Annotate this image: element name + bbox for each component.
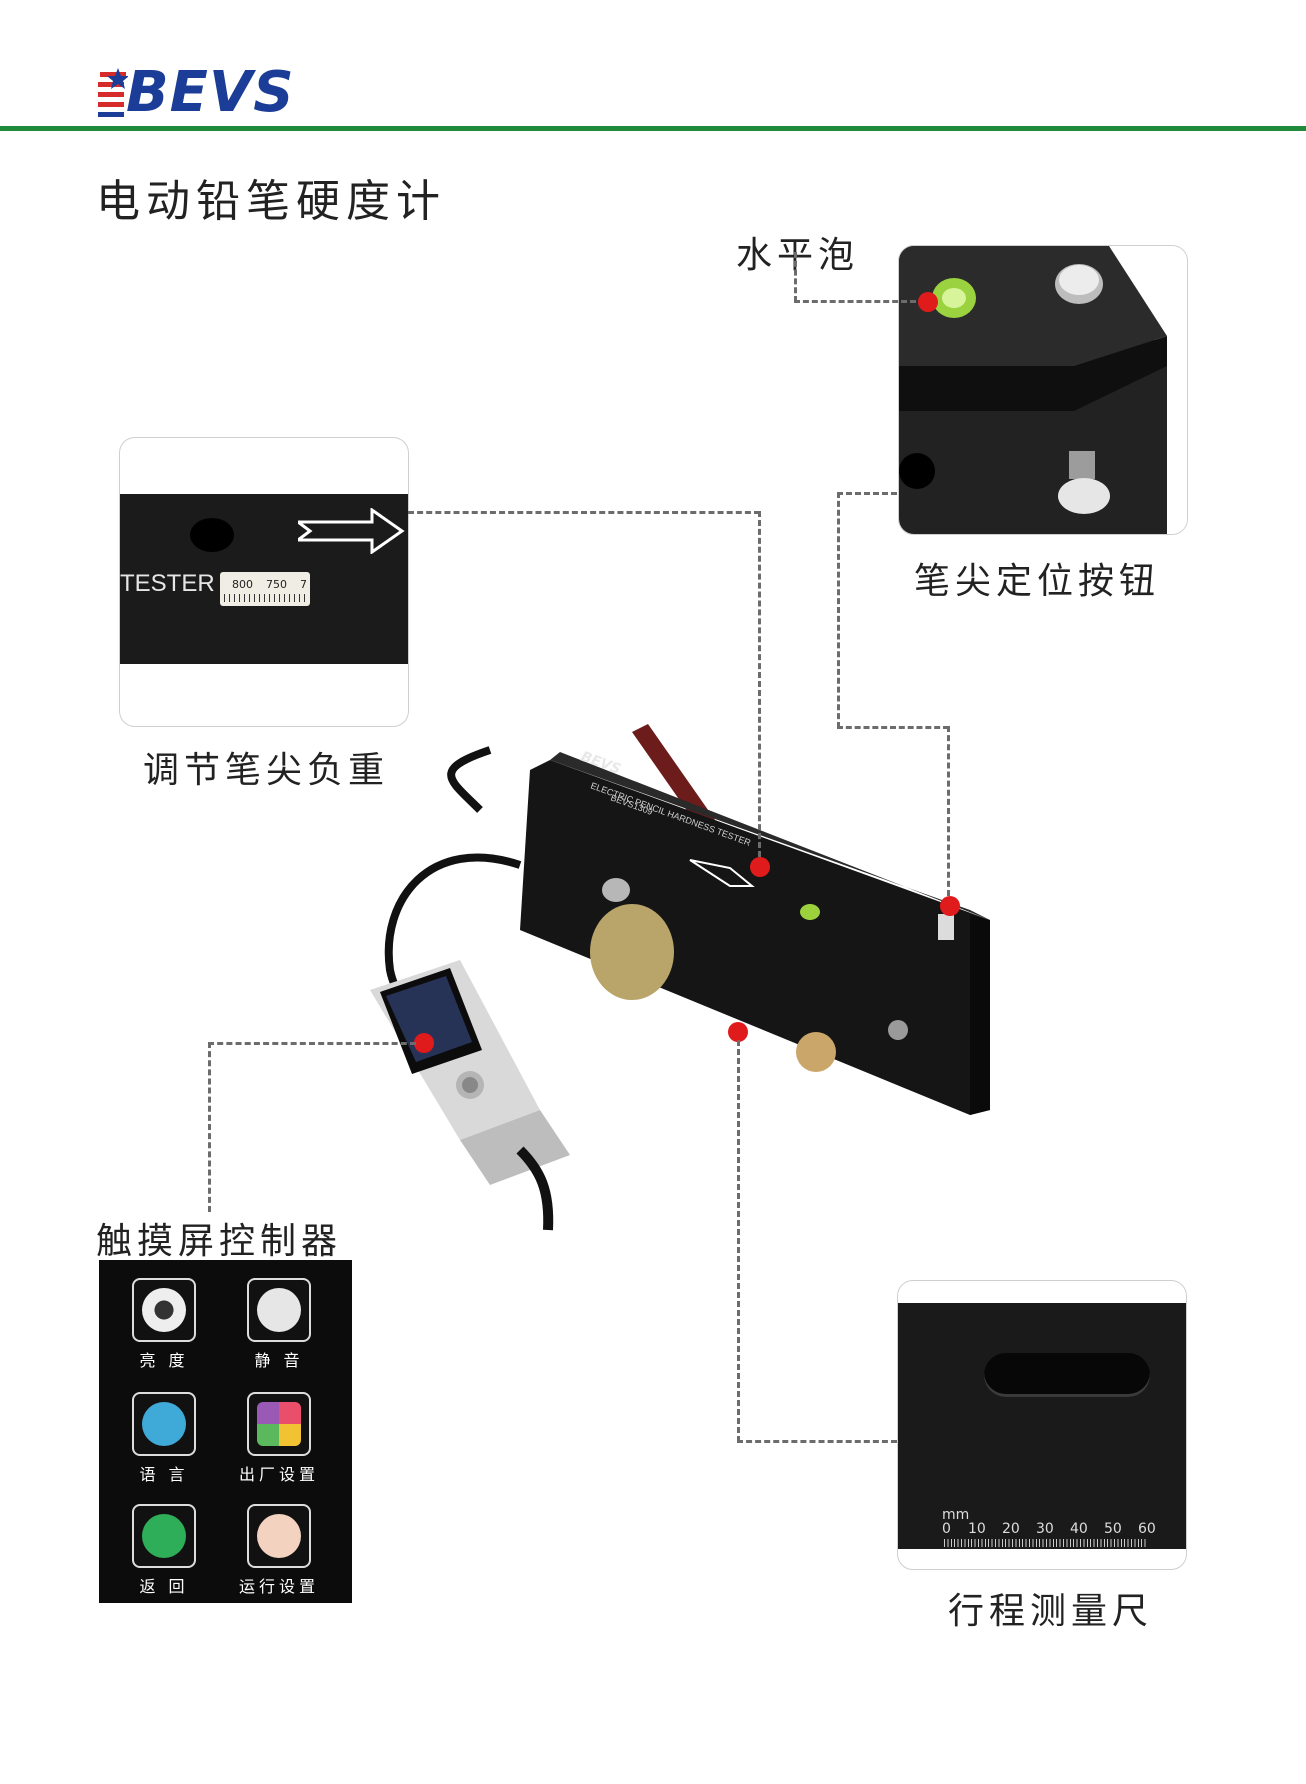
load-scale: 800 750 7 <box>220 572 310 606</box>
menu-item-label: 静 音 <box>254 1351 304 1370</box>
load-scale-mark: 7 <box>300 578 307 591</box>
language-icon <box>132 1392 196 1456</box>
factory-reset-icon <box>247 1392 311 1456</box>
menu-item-label: 运行设置 <box>238 1577 319 1596</box>
back-icon <box>132 1504 196 1568</box>
menu-item-label: 返 回 <box>139 1577 189 1596</box>
bubble-level-panel <box>898 245 1188 535</box>
logo-text: BEVS <box>126 60 295 125</box>
leader-line <box>837 492 840 728</box>
product-illustration: ELECTRIC PENCIL HARDNESS TESTER BEVS1309… <box>370 724 990 1231</box>
menu-item-label: 语 言 <box>139 1465 189 1484</box>
leader-line <box>408 511 760 514</box>
menu-item-label: 出厂设置 <box>238 1465 319 1484</box>
leader-line <box>794 252 797 302</box>
ruler-tick-label: 60 <box>1138 1521 1156 1537</box>
leader-line <box>837 492 897 495</box>
leader-line <box>947 726 950 896</box>
marker-touch-controller <box>414 1033 434 1053</box>
leader-line <box>794 300 916 303</box>
ruler-tick-label: 30 <box>1036 1521 1054 1537</box>
ruler-ticks <box>944 1539 1148 1547</box>
menu-item-back[interactable]: 返 回 <box>114 1504 214 1597</box>
tip-load-panel: TESTER 800 750 7 <box>119 437 409 727</box>
tip-load-closeup: TESTER 800 750 7 <box>120 494 408 664</box>
ruler-tick-label: 40 <box>1070 1521 1088 1537</box>
brightness-icon <box>132 1278 196 1342</box>
leader-line <box>737 1040 740 1442</box>
slot <box>984 1353 1150 1397</box>
load-scale-mark: 750 <box>266 578 287 591</box>
leader-line <box>208 1042 211 1212</box>
label-travel-ruler: 行程测量尺 <box>948 1591 1154 1632</box>
mute-icon <box>247 1278 311 1342</box>
leader-line <box>737 1440 897 1443</box>
leader-line <box>837 726 949 729</box>
label-bubble-level: 水平泡 <box>736 235 860 276</box>
load-scale-ticks <box>224 594 306 602</box>
page-title: 电动铅笔硬度计 <box>96 176 446 227</box>
ruler-tick-label: 10 <box>968 1521 986 1537</box>
marker-travel-ruler <box>728 1022 748 1042</box>
tester-text: TESTER <box>120 570 215 597</box>
menu-item-run-settings[interactable]: 运行设置 <box>229 1504 329 1597</box>
ruler-tick-label: 20 <box>1002 1521 1020 1537</box>
logo-stripes-icon <box>98 68 128 117</box>
label-tip-load: 调节笔尖负重 <box>143 750 390 791</box>
marker-bubble-level <box>918 292 938 312</box>
touch-menu-screen: 亮 度 静 音 语 言 出厂设置 返 回 运行设置 <box>99 1260 352 1603</box>
ruler-tick-label: 0 <box>942 1521 951 1537</box>
marker-tip-load <box>750 857 770 877</box>
leader-line <box>208 1042 416 1045</box>
load-scale-mark: 800 <box>232 578 253 591</box>
label-touch-controller: 触摸屏控制器 <box>96 1221 343 1262</box>
header-rule <box>0 126 1306 131</box>
device-top-closeup <box>899 246 1187 534</box>
ruler-unit: mm <box>942 1507 970 1523</box>
menu-item-mute[interactable]: 静 音 <box>229 1278 329 1371</box>
menu-item-label: 亮 度 <box>139 1351 189 1370</box>
leader-line <box>758 511 761 857</box>
screw-hole <box>190 518 234 552</box>
menu-item-factory-reset[interactable]: 出厂设置 <box>229 1392 329 1485</box>
label-pen-tip-button: 笔尖定位按钮 <box>914 561 1161 602</box>
marker-pen-tip-button <box>940 896 960 916</box>
menu-item-language[interactable]: 语 言 <box>114 1392 214 1485</box>
brand-logo: BEVS <box>98 60 294 125</box>
ruler-closeup: mm 0 10 20 30 40 50 60 <box>898 1303 1186 1549</box>
ruler-tick-label: 50 <box>1104 1521 1122 1537</box>
menu-item-brightness[interactable]: 亮 度 <box>114 1278 214 1371</box>
travel-ruler-panel: mm 0 10 20 30 40 50 60 <box>897 1280 1187 1570</box>
direction-arrow-icon <box>298 508 405 554</box>
run-settings-icon <box>247 1504 311 1568</box>
